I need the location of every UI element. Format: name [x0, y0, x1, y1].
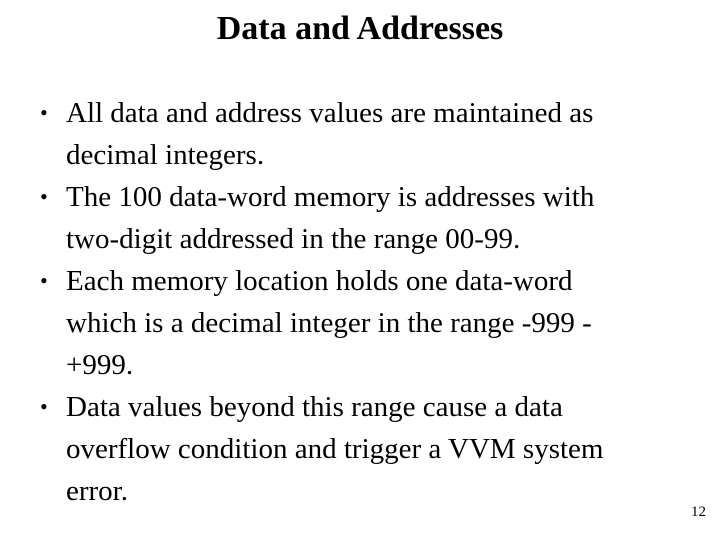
bullet-icon: •	[40, 268, 48, 293]
page-number: 12	[691, 504, 706, 520]
bullet-line: Data values beyond this range cause a da…	[66, 391, 563, 423]
bullet-text: Data values beyond this range cause a da…	[66, 386, 690, 512]
slide-title: Data and Addresses	[216, 10, 504, 47]
bullet-item: • The 100 data-word memory is addresses w…	[40, 176, 690, 260]
bullet-line: Each memory location holds one data-word	[66, 265, 573, 297]
bullet-line: which is a decimal integer in the range …	[66, 307, 592, 339]
bullet-line: decimal integers.	[66, 139, 265, 171]
bullet-item: • Data values beyond this range cause a d…	[40, 386, 690, 512]
bullet-icon: •	[40, 184, 48, 209]
bullet-line: two-digit addressed in the range 00-99.	[66, 223, 521, 255]
bullet-text: Each memory location holds one data-word…	[66, 260, 690, 386]
bullet-item: • Each memory location holds one data-wor…	[40, 260, 690, 386]
bullet-item: • All data and address values are maintai…	[40, 92, 690, 176]
bullet-line: overflow condition and trigger a VVM sys…	[66, 433, 604, 465]
bullet-line: +999.	[66, 349, 134, 381]
bullet-text: The 100 data-word memory is addresses wi…	[66, 176, 690, 260]
bullet-icon: •	[40, 394, 48, 419]
bullet-line: The 100 data-word memory is addresses wi…	[66, 181, 595, 213]
bullet-list: • All data and address values are maintai…	[40, 92, 690, 512]
bullet-text: All data and address values are maintain…	[66, 92, 690, 176]
bullet-icon: •	[40, 100, 48, 125]
bullet-line: All data and address values are maintain…	[66, 97, 594, 129]
bullet-line: error.	[66, 475, 128, 507]
